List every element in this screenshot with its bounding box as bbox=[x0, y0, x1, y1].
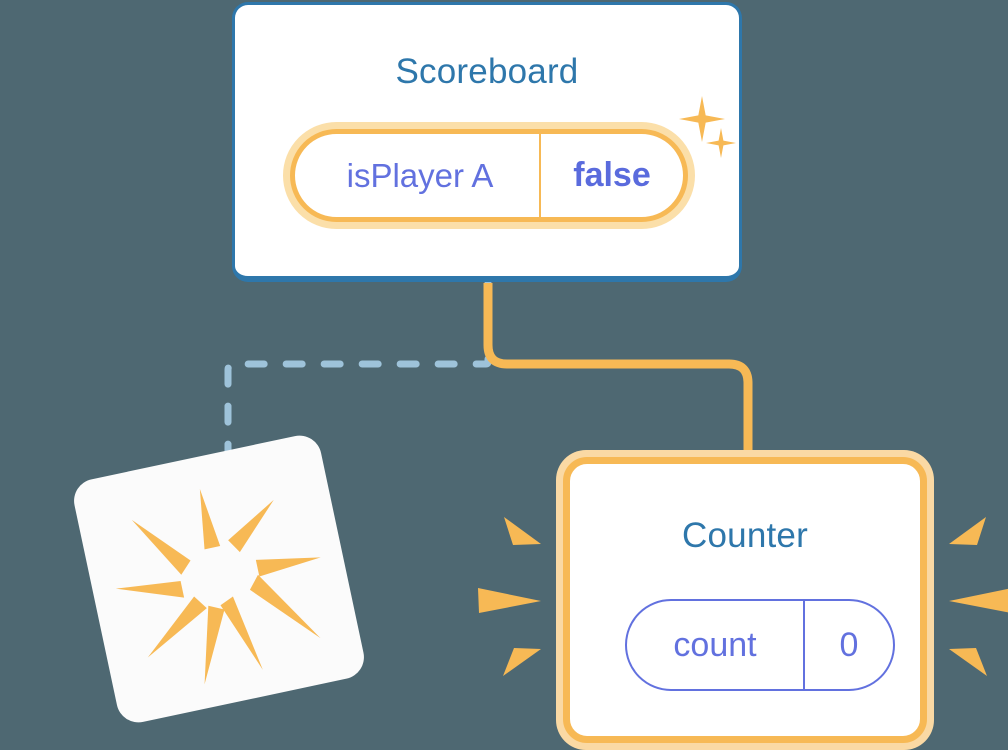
ray-left-top bbox=[504, 517, 541, 545]
counter-property-key: count bbox=[627, 601, 805, 689]
counter-card-title: Counter bbox=[682, 516, 808, 555]
burst-icon bbox=[115, 489, 321, 685]
counter-property-value: 0 bbox=[839, 625, 859, 664]
ray-right-bottom bbox=[949, 648, 987, 676]
scoreboard-property-value: false bbox=[573, 156, 651, 194]
scoreboard-property-pill[interactable]: isPlayer A false bbox=[283, 122, 695, 229]
counter-card[interactable]: Counter count 0 bbox=[556, 450, 934, 750]
blank-card[interactable] bbox=[69, 431, 369, 727]
ray-right-top bbox=[949, 517, 986, 545]
scoreboard-card[interactable]: Scoreboard isPlayer A false bbox=[232, 2, 742, 282]
ray-left-middle bbox=[478, 588, 541, 613]
scoreboard-property-key: isPlayer A bbox=[295, 134, 541, 217]
connector-solid-to-counter bbox=[483, 283, 753, 460]
scoreboard-property-pill-body: isPlayer A false bbox=[290, 129, 688, 222]
scoreboard-card-title: Scoreboard bbox=[395, 52, 579, 91]
counter-card-body: Counter count 0 bbox=[563, 457, 927, 743]
ray-right-middle bbox=[949, 588, 1008, 613]
counter-property-pill[interactable]: count 0 bbox=[625, 599, 895, 691]
ray-left-bottom bbox=[503, 648, 541, 676]
